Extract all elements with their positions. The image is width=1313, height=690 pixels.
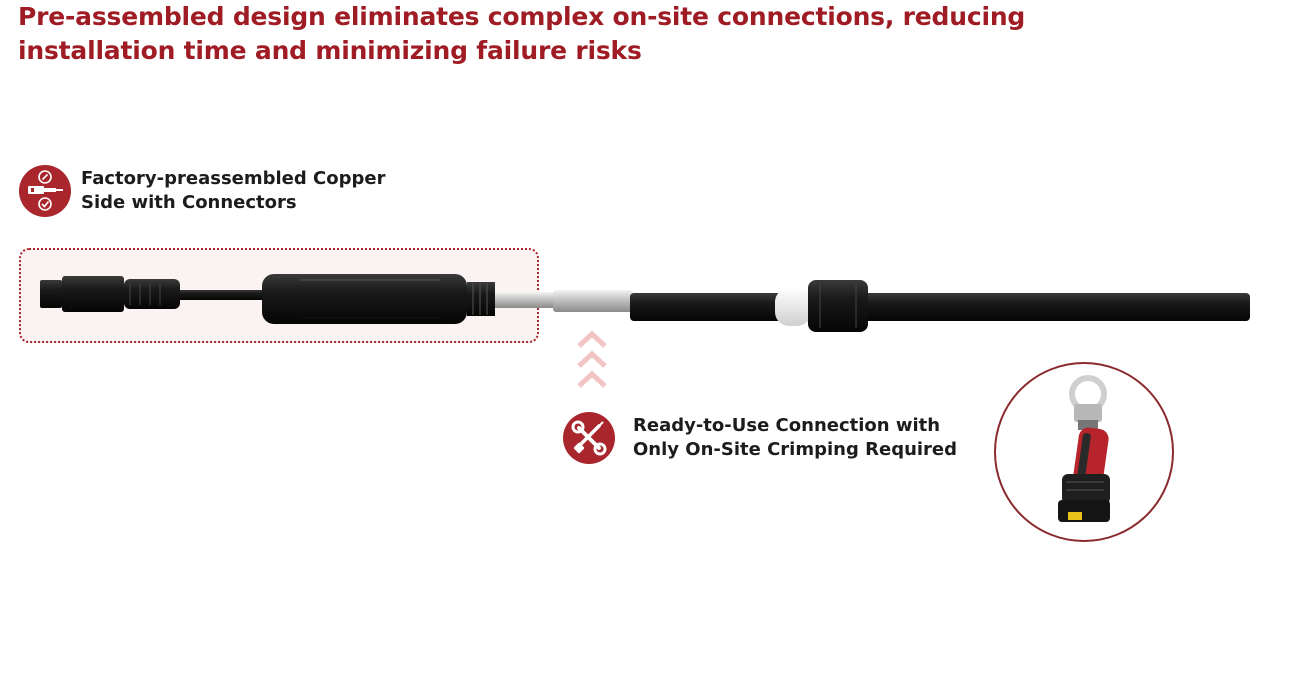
inline-junction-body	[262, 274, 495, 324]
connector-check-icon	[19, 165, 71, 217]
crimping-tool-image	[994, 362, 1174, 542]
callout-factory-preassembled: Factory-preassembled Copper Side with Co…	[19, 165, 385, 217]
callout-ready-line1: Ready-to-Use Connection with	[633, 415, 941, 436]
page-headline: Pre-assembled design eliminates complex …	[18, 2, 1026, 65]
callout-factory-line1: Factory-preassembled Copper	[81, 168, 386, 189]
callout-ready-line2: Only On-Site Crimping Required	[633, 439, 958, 460]
callout-ready-to-use: Ready-to-Use Connection with Only On-Sit…	[563, 412, 957, 464]
wrench-screwdriver-icon	[563, 412, 615, 464]
callout-factory-text: Factory-preassembled Copper Side with Co…	[81, 167, 385, 215]
callout-factory-line2: Side with Connectors	[81, 192, 297, 213]
mc4-connector	[40, 276, 180, 312]
callout-ready-text: Ready-to-Use Connection with Only On-Sit…	[633, 414, 957, 462]
up-chevrons-icon	[577, 330, 607, 388]
